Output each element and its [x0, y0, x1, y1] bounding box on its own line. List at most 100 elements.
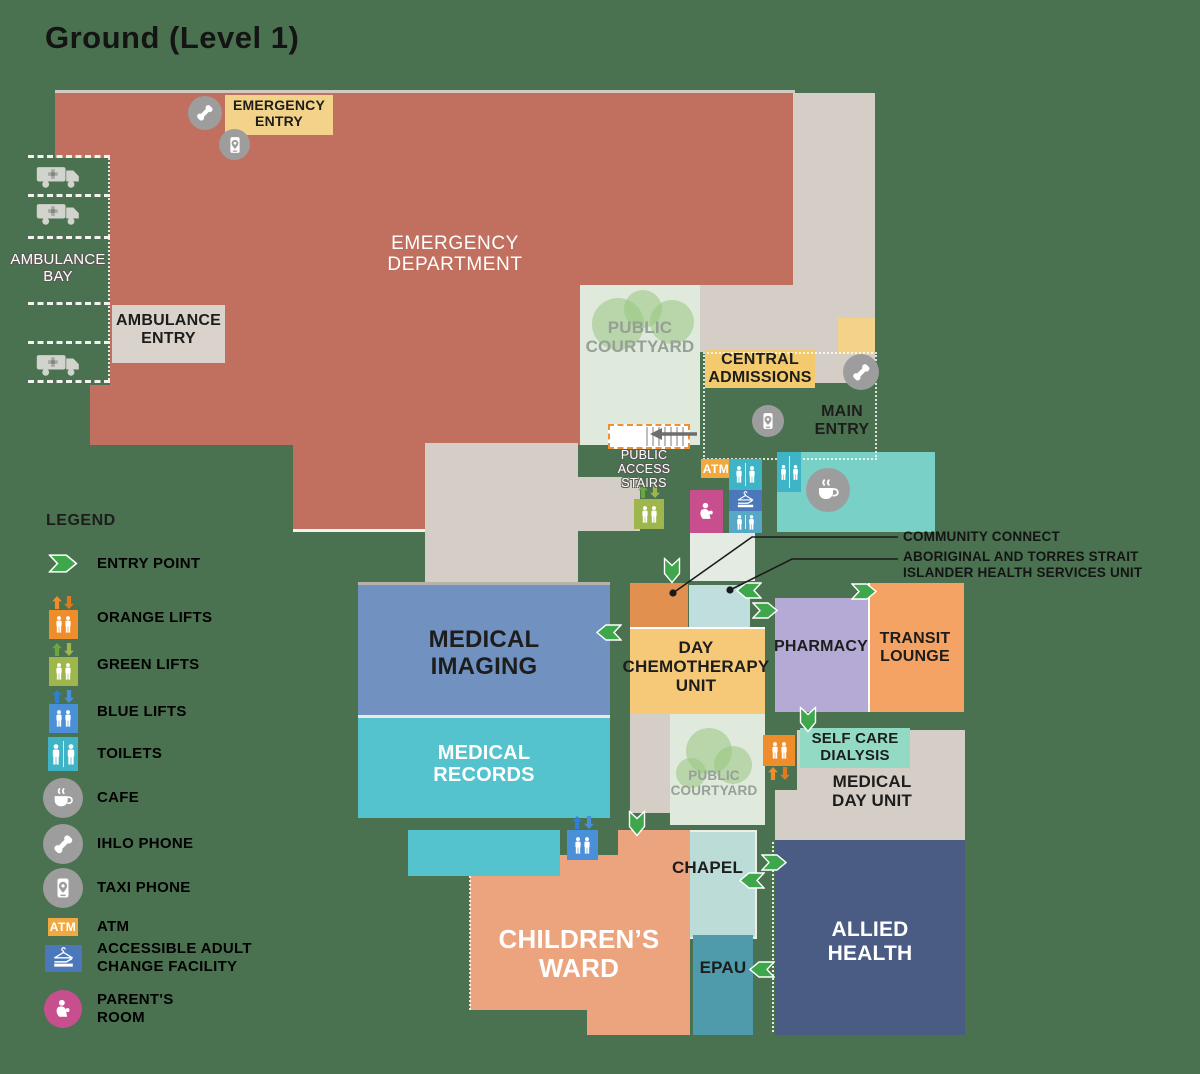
label-ambulance-entry: AMBULANCE ENTRY: [116, 312, 221, 347]
ambulance-entry-label-bg: [112, 305, 225, 363]
tree: [676, 758, 706, 788]
legend-item-orange-lifts: ORANGE LIFTS: [42, 596, 212, 639]
page-title: Ground (Level 1): [45, 20, 300, 55]
legend-item-entry-point: ENTRY POINT: [42, 554, 200, 573]
room-label-self-care-dialysis: SELF CARE DIALYSIS: [811, 730, 899, 764]
cafe-icon: [806, 468, 850, 512]
room-label-emergency-department: EMERGENCY DEPARTMENT: [387, 233, 523, 276]
atm-icon: ATM: [701, 459, 731, 478]
legend-item-taxi-phone: TAXI PHONE: [42, 868, 191, 908]
legend-item-blue-lifts: BLUE LIFTS: [42, 690, 187, 733]
room-epau: [693, 935, 753, 1035]
entry-point-icon: [48, 554, 78, 573]
legend-heading: LEGEND: [46, 512, 116, 529]
ihlo-phone-icon: [188, 96, 222, 130]
legend-item-atm: ATM ATM: [48, 918, 130, 936]
room-allied-health: [775, 840, 965, 1035]
room-medical-imaging: [358, 582, 610, 715]
legend-item-cafe: CAFE: [42, 778, 139, 818]
corridor-block: [578, 477, 640, 531]
cafe-icon: [43, 778, 83, 818]
public-access-stairs-icon: [608, 424, 690, 449]
parents-room-icon: [44, 990, 82, 1028]
room-label-chapel: CHAPEL: [671, 858, 744, 877]
toilets-icon: [777, 452, 801, 492]
legend-item-toilets: TOILETS: [42, 737, 162, 771]
path-dotted-line: [772, 842, 774, 1032]
parking-bay-line: [28, 236, 110, 239]
room-medical-records: [358, 715, 610, 818]
entry-point-arrow: [761, 854, 787, 871]
atm-icon: ATM: [48, 918, 78, 936]
corridor-block: [630, 712, 670, 813]
parking-bay-line: [28, 302, 110, 305]
room-label-public-courtyard-north: PUBLIC COURTYARD: [585, 318, 695, 357]
room-transit-lounge: [868, 583, 964, 712]
parking-bay-line: [28, 155, 110, 158]
room-emergency-department-part: [55, 93, 795, 158]
room-emergency-department-part: [55, 90, 795, 93]
room-label-public-courtyard-south: PUBLIC COURTYARD: [670, 768, 758, 799]
ambulance-icon: [36, 351, 80, 377]
room-self-care-dialysis: [800, 728, 910, 768]
room-childrens-ward-part: [470, 876, 690, 1010]
blue-lifts-icon: [48, 690, 78, 733]
green-lifts-icon: [48, 643, 78, 686]
corridor-block: [425, 443, 578, 582]
taxi-phone-icon: [43, 868, 83, 908]
annotation-community-connect: COMMUNITY CONNECT: [903, 529, 1060, 544]
label-public-access-stairs: PUBLIC ACCESS STAIRS: [617, 448, 671, 490]
entry-point-arrow: [851, 583, 877, 600]
path-edge-line: [293, 529, 425, 532]
accessible-adult-change-facility-icon: [729, 490, 762, 511]
label-central-admissions: CENTRAL ADMISSIONS: [708, 351, 812, 386]
room-label-allied-health: ALLIED HEALTH: [827, 918, 913, 965]
entry-point-arrow: [664, 558, 681, 584]
room-medical-day-unit-part: [775, 790, 797, 840]
room-label-pharmacy: PHARMACY: [773, 638, 869, 655]
orange-lifts-icon: [48, 596, 78, 639]
room-label-transit-lounge: TRANSIT LOUNGE: [879, 630, 951, 665]
path-dotted-line: [108, 155, 110, 383]
room-childrens-ward-part: [587, 1010, 690, 1035]
annex-block: [690, 533, 755, 581]
lobby-block: [838, 318, 875, 353]
toilets-icon: [729, 511, 762, 533]
room-label-epau: EPAU: [699, 958, 747, 977]
room-label-childrens-ward: CHILDREN’S WARD: [498, 924, 660, 984]
ihlo-phone-icon: [43, 824, 83, 864]
path-dotted-line: [469, 876, 471, 1010]
green-lifts-icon: [634, 485, 664, 529]
room-emergency-department-part: [110, 158, 795, 285]
room-label-medical-day-unit: MEDICAL DAY UNIT: [831, 772, 912, 811]
taxi-phone-icon: [752, 405, 784, 437]
central-admissions-label-bg: [705, 350, 815, 388]
room-childrens-ward-part: [618, 830, 690, 855]
accessible-adult-change-facility-icon: [44, 944, 82, 972]
room-label-day-chemotherapy-unit: DAY CHEMOTHERAPY UNIT: [622, 638, 770, 696]
room-cafe: [777, 452, 935, 532]
legend-item-green-lifts: GREEN LIFTS: [42, 643, 199, 686]
label-emergency-entry: EMERGENCY ENTRY: [232, 97, 326, 129]
ihlo-phone-icon: [843, 354, 879, 390]
taxi-phone-icon: [219, 129, 250, 160]
room-label-medical-records: MEDICAL RECORDS: [433, 742, 535, 787]
legend-item-ihlo-phone: IHLO PHONE: [42, 824, 193, 864]
room-emergency-department-part: [90, 385, 110, 445]
entry-point-arrow: [736, 582, 762, 599]
entry-point-arrow: [800, 707, 817, 733]
room-pharmacy: [775, 598, 868, 712]
room-childrens-ward-part: [560, 855, 690, 876]
room-emergency-department-part: [293, 445, 425, 531]
entry-point-arrow: [629, 811, 646, 837]
records-annex-block: [408, 830, 560, 876]
parking-bay-line: [28, 380, 110, 383]
parking-bay-line: [28, 194, 110, 197]
emergency-entry-label-bg: [225, 95, 333, 135]
parents-room-icon: [690, 490, 723, 533]
label-main-entry: MAIN ENTRY: [814, 403, 870, 438]
room-day-chemotherapy-unit: [630, 627, 765, 714]
legend-item-parents-room: PARENT'S ROOM: [42, 990, 174, 1028]
blue-lifts-icon: [567, 816, 598, 860]
legend-item-accessible-adult-change-facility: ACCESSIBLE ADULT CHANGE FACILITY: [42, 940, 252, 976]
